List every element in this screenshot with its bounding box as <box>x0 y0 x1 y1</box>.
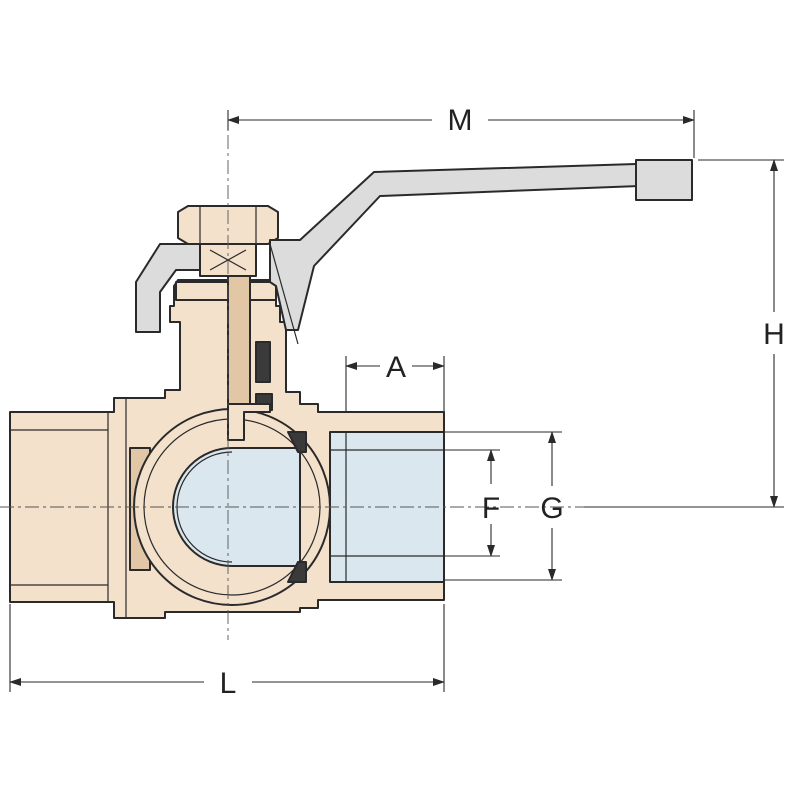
dimension-m: M <box>227 104 695 158</box>
dimension-a: A <box>345 351 445 412</box>
lever-grip <box>635 159 693 201</box>
dimension-label-a: A <box>386 351 406 384</box>
dimension-label-f: F <box>482 492 500 525</box>
dimension-label-g: G <box>540 492 563 525</box>
lever-arm <box>269 163 639 331</box>
dimension-label-l: L <box>220 667 237 700</box>
dimension-h: H <box>584 159 785 508</box>
dimension-label-m: M <box>448 104 473 137</box>
lever-handle <box>135 159 693 345</box>
dimension-f: F <box>444 449 500 557</box>
stem-assembly <box>175 205 279 441</box>
dimension-l: L <box>9 604 445 700</box>
dimension-label-h: H <box>763 318 785 351</box>
dimension-g: G <box>444 431 564 581</box>
seat-seals <box>255 341 307 583</box>
lever-bracket <box>135 243 201 333</box>
